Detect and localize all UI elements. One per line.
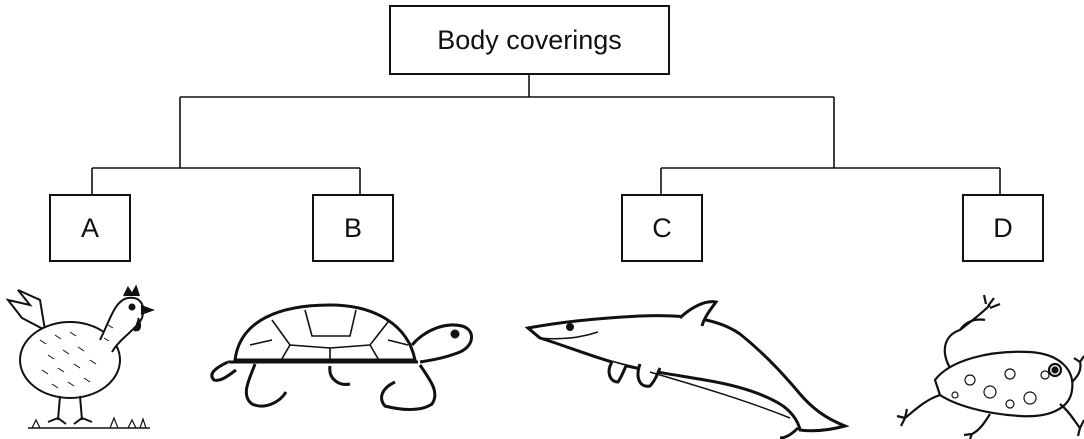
group-box-d: D bbox=[962, 194, 1044, 262]
group-label-a: A bbox=[81, 213, 99, 244]
title-label: Body coverings bbox=[437, 25, 622, 56]
group-box-c: C bbox=[621, 194, 703, 262]
group-box-a: A bbox=[49, 194, 131, 262]
hen-icon bbox=[8, 287, 152, 428]
title-box: Body coverings bbox=[389, 5, 670, 75]
group-label-b: B bbox=[344, 213, 362, 244]
group-label-c: C bbox=[652, 213, 672, 244]
turtle-icon bbox=[212, 305, 472, 410]
dolphin-icon bbox=[528, 302, 845, 438]
group-box-b: B bbox=[312, 194, 394, 262]
frog-icon bbox=[897, 295, 1084, 439]
group-label-d: D bbox=[993, 213, 1013, 244]
